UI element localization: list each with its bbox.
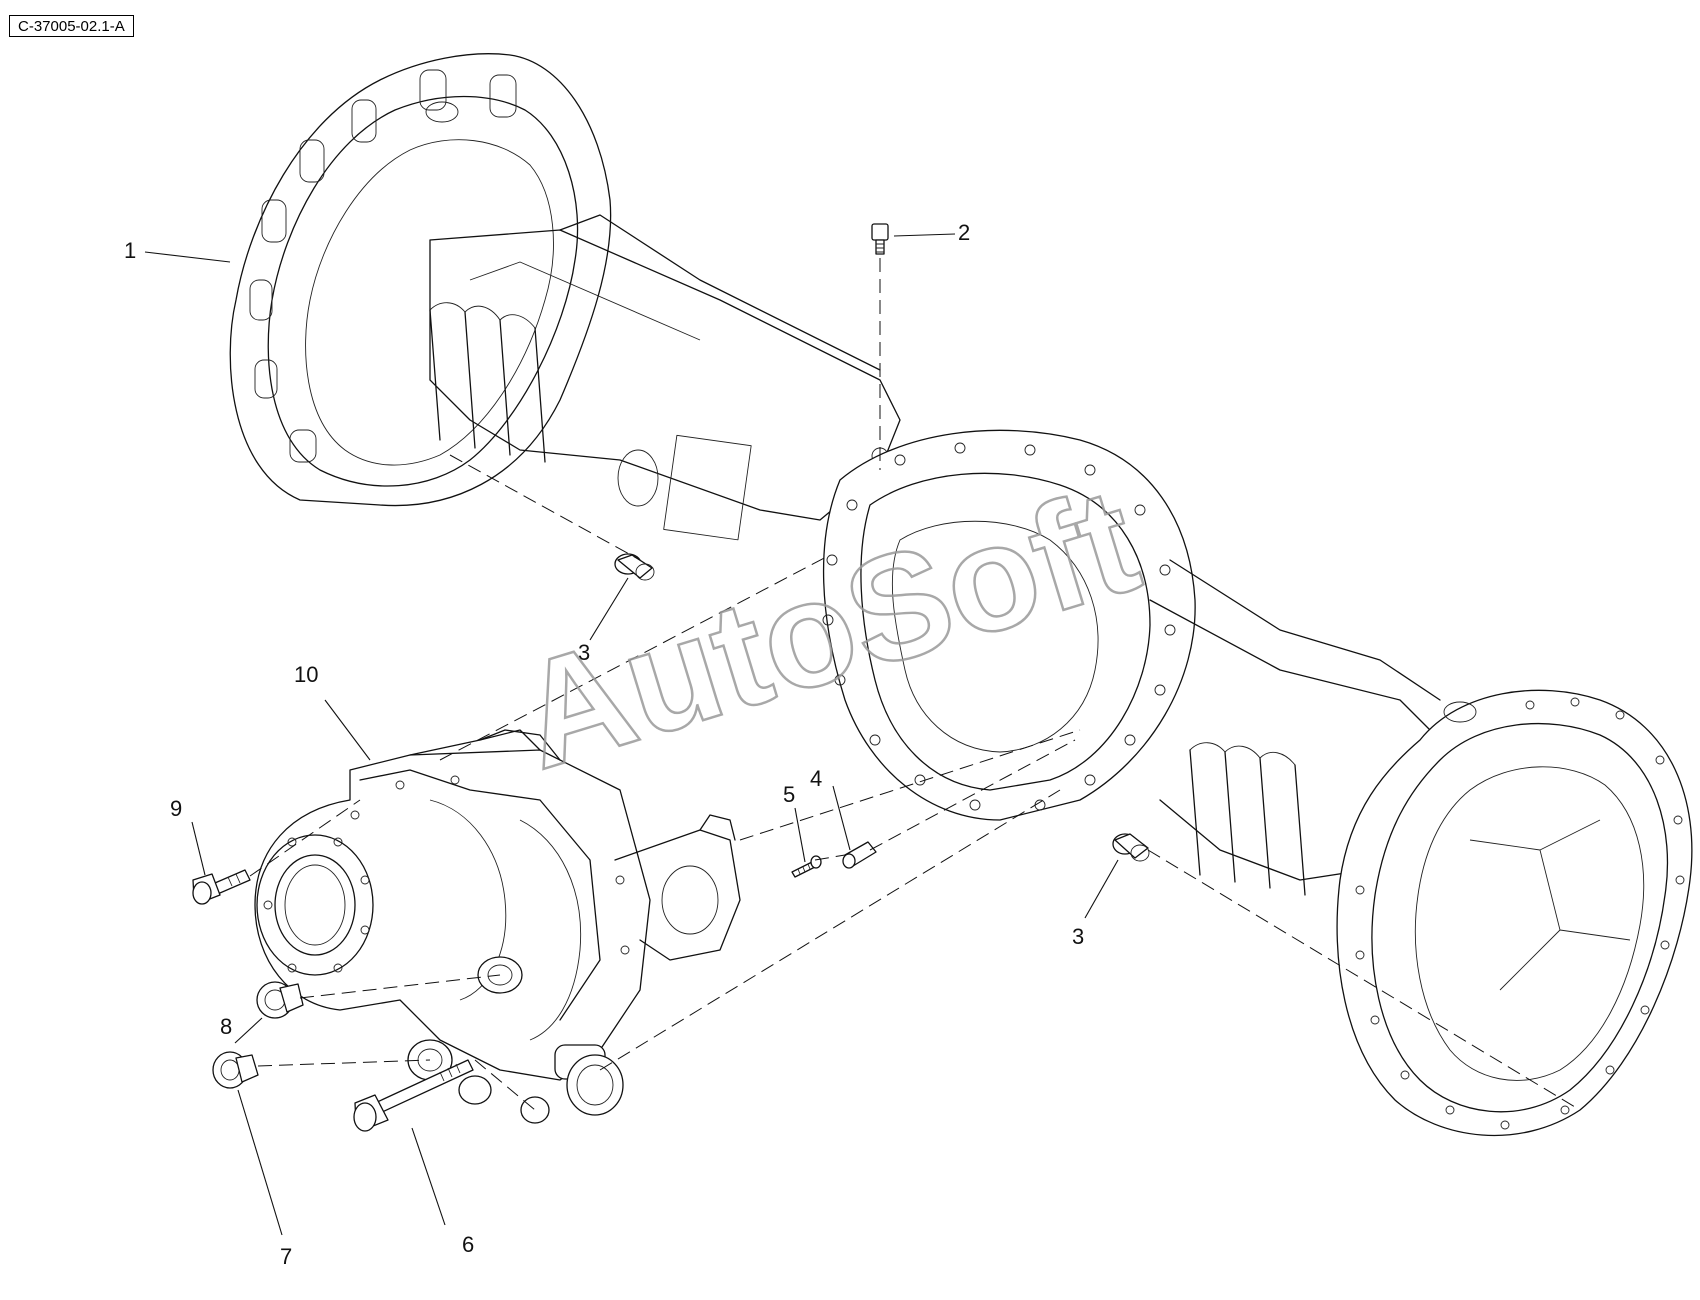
callout-2: 2 xyxy=(958,220,970,245)
fill-plug-part xyxy=(256,981,304,1019)
figure-code-label: C-37005-02.1-A xyxy=(9,15,134,37)
callout-10: 10 xyxy=(294,662,318,687)
drain-plug-part xyxy=(212,1051,259,1089)
callout-6: 6 xyxy=(462,1232,474,1257)
dowel-pin-part xyxy=(842,841,877,869)
long-bolt-part xyxy=(353,1059,474,1132)
callout-3-upper: 3 xyxy=(578,640,590,665)
leader-lines xyxy=(144,233,1119,1236)
flange-bolt-part xyxy=(192,869,251,905)
callout-1: 1 xyxy=(124,238,136,263)
plug-part-lower xyxy=(1112,833,1150,862)
breather-part xyxy=(871,223,889,255)
small-screw-part xyxy=(791,855,822,878)
callout-5: 5 xyxy=(783,782,795,807)
differential-carrier-part xyxy=(254,729,741,1124)
assembly-lines xyxy=(249,258,1581,1111)
callout-8: 8 xyxy=(220,1014,232,1039)
axle-housing-part xyxy=(229,53,1693,1137)
plug-part-upper xyxy=(614,553,655,581)
callout-4: 4 xyxy=(810,766,822,791)
callout-9: 9 xyxy=(170,796,182,821)
callout-7: 7 xyxy=(280,1244,292,1269)
callout-3-lower: 3 xyxy=(1072,924,1084,949)
